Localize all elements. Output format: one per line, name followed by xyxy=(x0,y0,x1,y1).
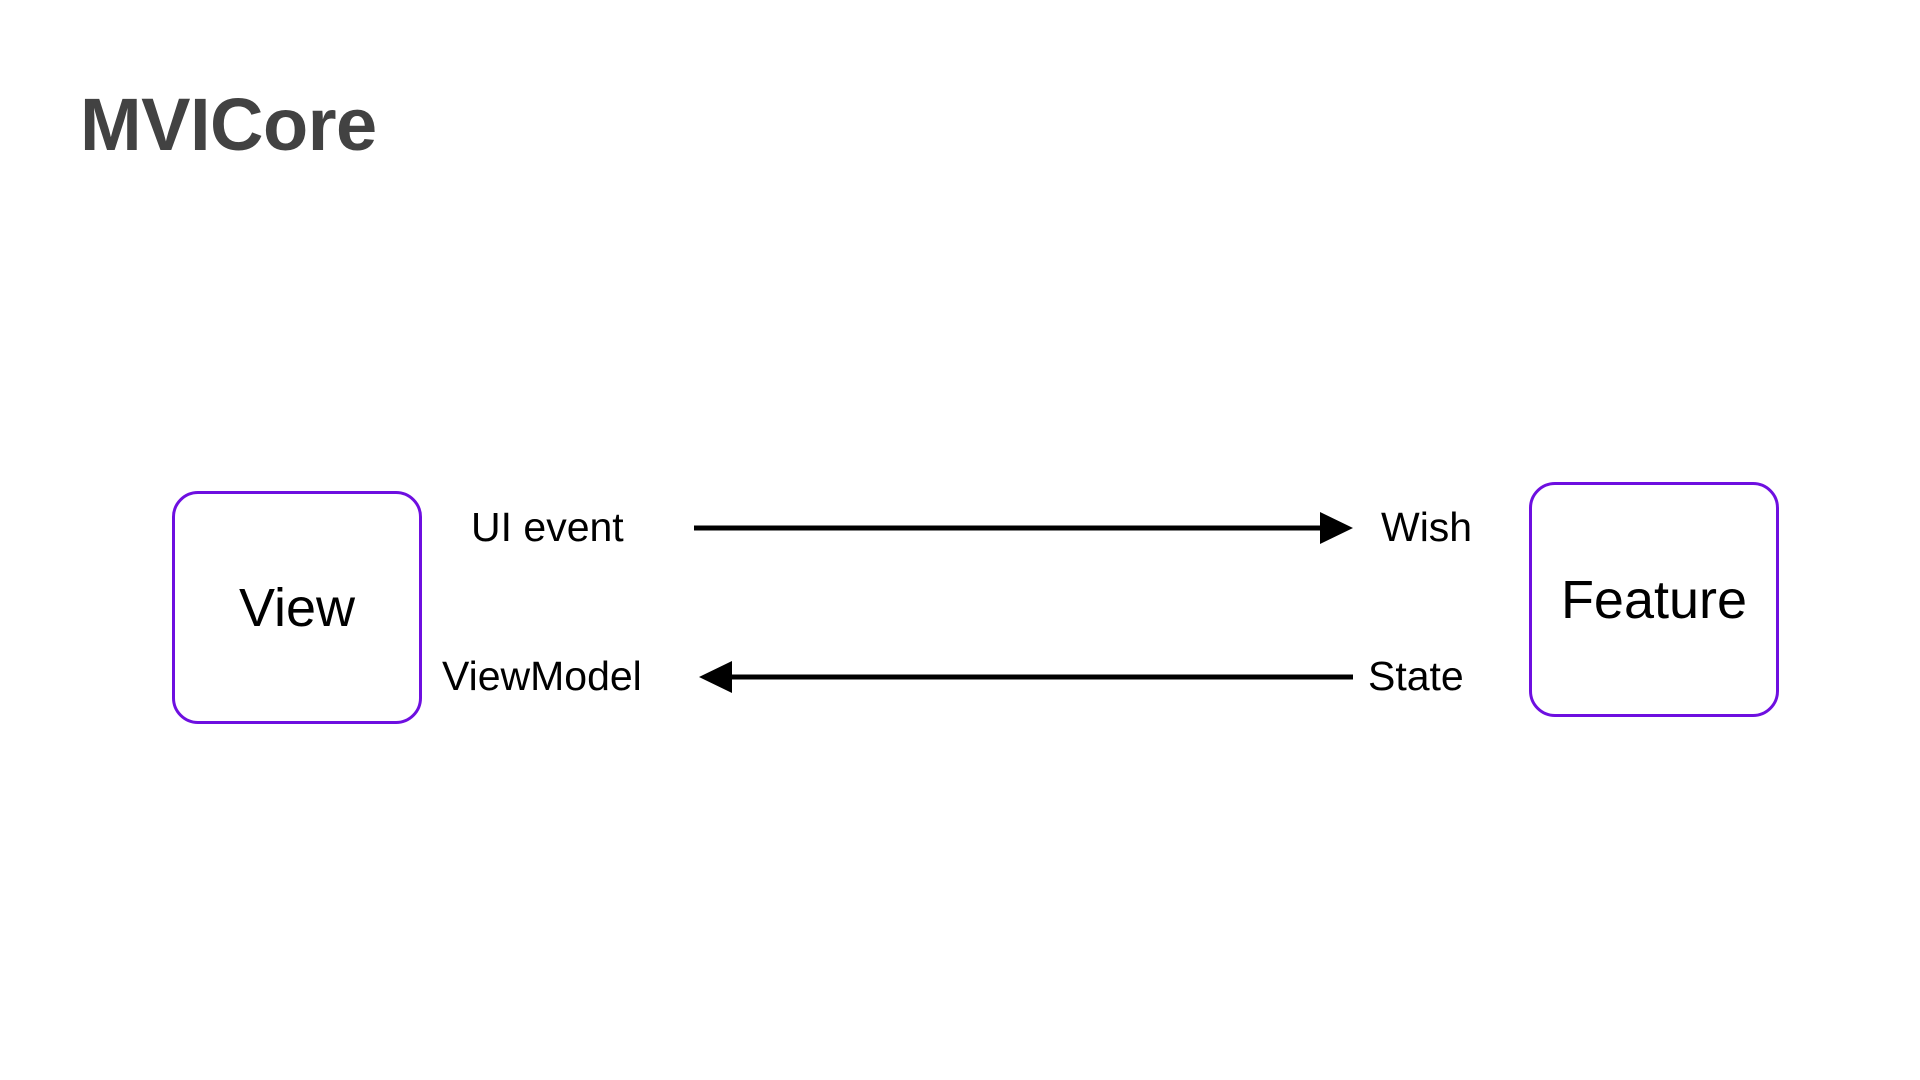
arrowhead-left-icon xyxy=(699,661,732,693)
node-feature[interactable]: Feature xyxy=(1529,482,1779,717)
arrow-state-to-viewmodel xyxy=(699,661,1353,693)
node-view[interactable]: View xyxy=(172,491,422,724)
edge-label-state: State xyxy=(1368,653,1464,699)
edge-label-ui-event: UI event xyxy=(471,504,624,550)
page-title: MVICore xyxy=(80,83,377,166)
edge-label-wish: Wish xyxy=(1381,504,1473,550)
node-view-label: View xyxy=(238,577,356,638)
edge-label-viewmodel: ViewModel xyxy=(442,653,642,699)
arrowhead-right-icon xyxy=(1320,512,1353,544)
arrow-ui-event-to-wish xyxy=(694,512,1353,544)
node-feature-label: Feature xyxy=(1560,569,1748,630)
